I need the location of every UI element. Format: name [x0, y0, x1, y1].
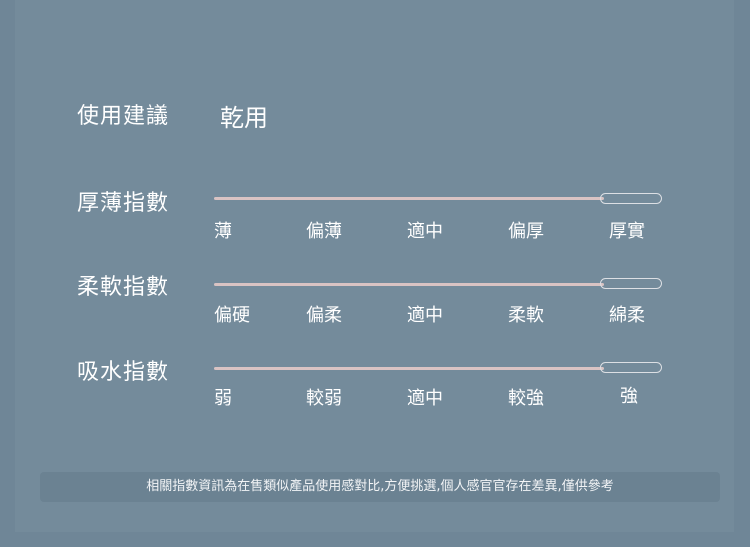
thickness-tick-2: 偏薄 [306, 221, 342, 242]
softness-tick-2: 偏柔 [306, 305, 342, 326]
thickness-tick-3: 適中 [407, 221, 443, 242]
usage-label: 使用建議 [77, 104, 170, 129]
absorbency-tick-5: 強 [620, 386, 638, 407]
thickness-tick-1: 薄 [214, 221, 232, 242]
disclaimer-note: 相關指數資訊為在售類似產品使用感對比,方便挑選,個人感官官存在差異,僅供參考 [40, 472, 720, 502]
absorbency-label: 吸水指數 [77, 360, 170, 385]
absorbency-tick-2: 較弱 [306, 388, 342, 409]
absorbency-tick-1: 弱 [214, 388, 232, 409]
softness-indicator [600, 278, 662, 289]
softness-track [214, 283, 604, 286]
softness-tick-1: 偏硬 [214, 305, 250, 326]
usage-value: 乾用 [220, 104, 268, 132]
absorbency-indicator [600, 362, 662, 373]
softness-tick-5: 綿柔 [609, 305, 645, 326]
absorbency-tick-4: 較強 [508, 388, 544, 409]
thickness-tick-5: 厚實 [609, 221, 645, 242]
thickness-label: 厚薄指數 [77, 191, 170, 216]
absorbency-track [214, 367, 604, 370]
softness-label: 柔軟指數 [77, 275, 170, 300]
content-panel [15, 0, 734, 532]
thickness-tick-4: 偏厚 [508, 221, 544, 242]
softness-tick-3: 適中 [407, 305, 443, 326]
absorbency-tick-3: 適中 [407, 388, 443, 409]
softness-tick-4: 柔軟 [508, 305, 544, 326]
thickness-indicator [600, 193, 662, 204]
thickness-track [214, 197, 604, 200]
